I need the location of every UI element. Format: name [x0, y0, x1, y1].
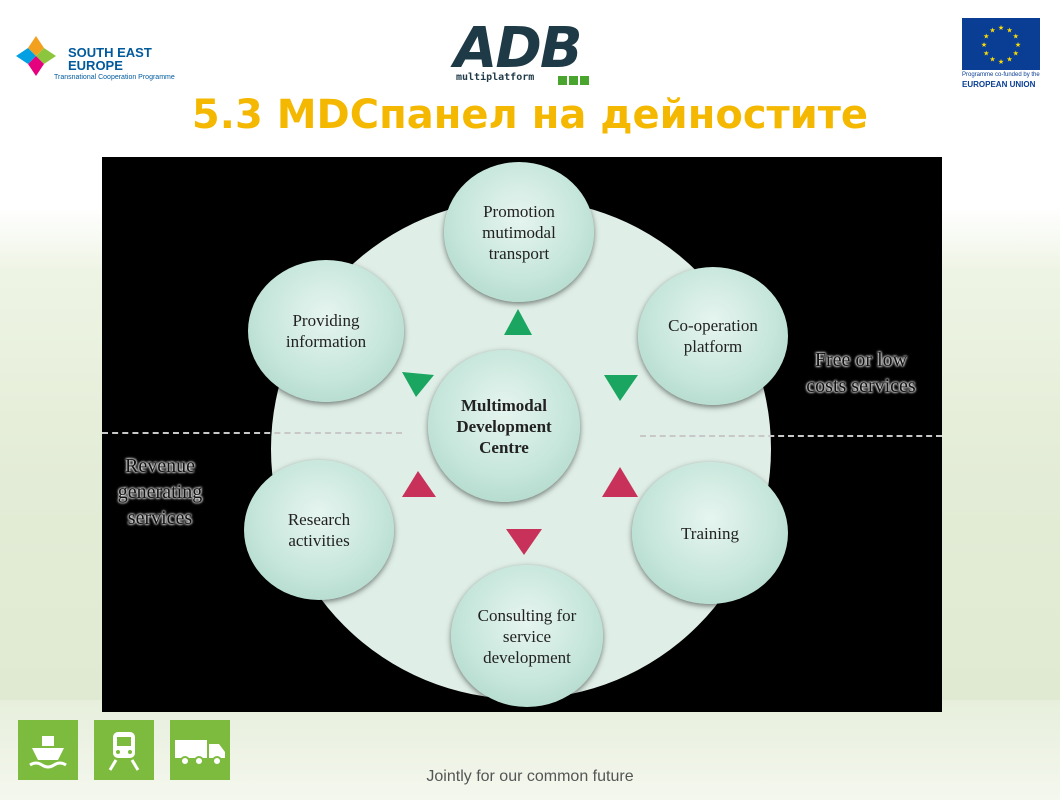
node-information: Providing information	[248, 260, 404, 402]
left-label: Revenue generating services	[117, 455, 203, 529]
arrow-bottom	[506, 529, 542, 555]
mdc-diagram: Multimodal Development Centre Promotion …	[102, 157, 942, 712]
page-title: 5.3 MDCпанел на дейностите	[191, 92, 869, 138]
adb-logo-sub: multiplatform	[456, 72, 535, 83]
node-consulting: Consulting for service development	[451, 565, 603, 707]
see-line2: EUROPE	[68, 58, 123, 73]
arrow-lower-right	[602, 467, 638, 497]
eu-star: ★	[983, 50, 989, 58]
arrow-lower-left	[402, 471, 436, 497]
left-divider	[102, 432, 402, 434]
eu-flag-icon: ★★★★★★★★★★★★	[962, 18, 1040, 70]
footer-slogan: Jointly for our common future	[426, 768, 634, 785]
arrows	[402, 309, 638, 555]
eu-caption-1: Programme co-funded by the	[962, 72, 1040, 78]
adb-logo: ADB multiplatform	[454, 16, 598, 86]
right-label: Free or low costs services	[806, 349, 916, 397]
train-icon	[94, 720, 154, 780]
ship-icon	[18, 720, 78, 780]
right-divider	[640, 435, 942, 437]
eu-star: ★	[983, 33, 989, 41]
adb-transport-icons	[558, 72, 591, 90]
arrow-top	[504, 309, 532, 335]
eu-star: ★	[1013, 33, 1019, 41]
eu-star: ★	[989, 26, 995, 34]
south-east-europe-logo: SOUTH EAST EUROPE Transnational Cooperat…	[16, 24, 176, 84]
eu-star: ★	[1015, 41, 1021, 49]
eu-caption-2: EUROPEAN UNION	[962, 80, 1036, 89]
eu-star: ★	[1006, 26, 1012, 34]
arrow-upper-left	[402, 372, 434, 397]
eu-star: ★	[1013, 50, 1019, 58]
node-training: Training	[632, 462, 788, 604]
see-emblem-icon	[16, 36, 56, 76]
node-cooperation: Co-operation platform	[638, 267, 788, 405]
eu-logo: ★★★★★★★★★★★★ Programme co-funded by the …	[962, 18, 1042, 92]
eu-star: ★	[989, 56, 995, 64]
eu-star: ★	[998, 24, 1004, 32]
eu-star: ★	[1006, 56, 1012, 64]
eu-star: ★	[998, 58, 1004, 66]
center-node: Multimodal Development Centre	[428, 350, 580, 502]
node-promotion: Promotion mutimodal transport	[444, 162, 594, 302]
eu-star: ★	[981, 41, 987, 49]
node-research: Research activities	[244, 460, 394, 600]
adb-logo-text: ADB	[454, 16, 583, 81]
arrow-upper-right	[604, 375, 638, 401]
truck-icon	[170, 720, 230, 780]
see-line1: SOUTH EAST	[68, 45, 152, 60]
see-subtitle: Transnational Cooperation Programme	[54, 74, 175, 81]
